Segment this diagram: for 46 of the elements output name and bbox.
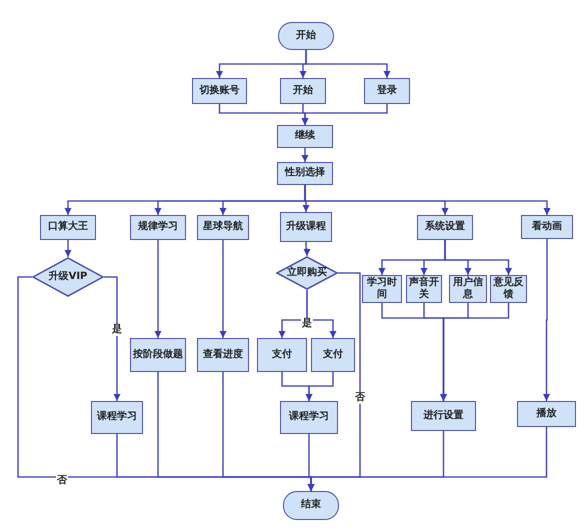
arrow (543, 239, 550, 401)
process-box: 查看进度 (197, 338, 249, 372)
terminator-box: 开始 (278, 22, 334, 50)
arrow (104, 276, 120, 401)
arrow (305, 50, 390, 78)
process-box: 学习时间 (362, 275, 402, 303)
arrow (306, 290, 336, 338)
process-box: 课程学习 (91, 401, 143, 434)
edge-label: 否 (56, 475, 68, 487)
edge-label: 否 (354, 392, 366, 404)
process-box: 播放 (517, 401, 576, 427)
process-box: 支付 (257, 338, 307, 372)
process-box: 性别选择 (277, 162, 333, 185)
process-box: 规律学习 (130, 215, 186, 240)
arrow (444, 240, 512, 275)
process-box: 星球导航 (197, 215, 249, 240)
edge-label: 是 (111, 324, 123, 336)
process-box: 意见反馈 (490, 275, 527, 303)
edge-label: 是 (301, 318, 313, 330)
process-box: 课程学习 (280, 401, 338, 434)
arrow (308, 427, 548, 491)
process-box: 系统设置 (417, 215, 473, 240)
terminator-box: 结束 (283, 491, 339, 520)
process-box: 进行设置 (411, 401, 476, 431)
arrow (64, 240, 72, 257)
arrow (302, 104, 388, 125)
decision-label: 立即购买 (287, 266, 327, 280)
process-box: 支付 (311, 338, 355, 372)
arrow (304, 242, 310, 256)
process-box: 登录 (364, 78, 410, 104)
arrow (304, 185, 550, 215)
arrow (302, 148, 308, 162)
arrow (440, 303, 510, 401)
process-box: 升级课程 (280, 212, 332, 242)
arrow (306, 372, 334, 401)
process-box: 开始 (280, 78, 326, 104)
process-box: 看动画 (521, 215, 573, 239)
process-box: 声音开关 (406, 275, 442, 303)
process-box: 用户信息 (449, 275, 487, 303)
process-box: 按阶段做题 (130, 338, 186, 372)
arrow (220, 240, 226, 338)
process-box: 切换账号 (192, 78, 247, 104)
process-box: 继续 (277, 125, 333, 148)
process-box: 口算大王 (40, 215, 96, 240)
arrow (154, 240, 162, 338)
decision-label: 升级VIP (48, 270, 88, 284)
